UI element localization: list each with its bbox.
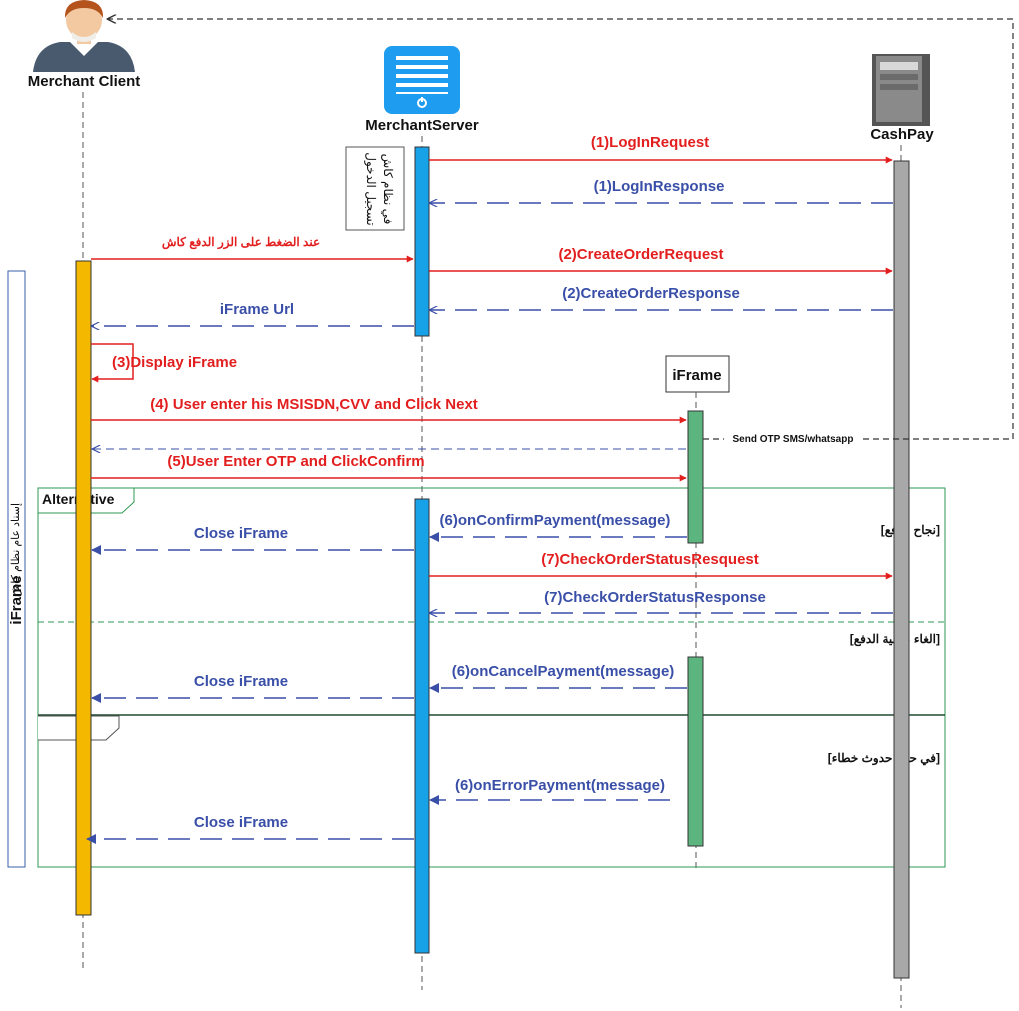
activation-server-2 — [414, 498, 430, 954]
msg-close-iframe-3-label: Close iFrame — [194, 814, 288, 831]
msg-pay-click-label: عند الضغط على الزر الدفع كاش — [162, 235, 320, 250]
msg-user-enter-msisdn-label: (4) User enter his MSISDN,CVV and Click … — [150, 396, 478, 413]
msg-create-order-response-label: (2)CreateOrderResponse — [562, 285, 740, 302]
participant-server-label: MerchantServer — [365, 117, 479, 134]
iframe-side-note — [7, 270, 26, 868]
participant-iframe-box — [665, 355, 730, 393]
msg-login-request-label: (1)LogInRequest — [591, 134, 709, 151]
iframe-side-note-label: iFrame — [8, 575, 25, 624]
participant-client-label: Merchant Client — [28, 73, 141, 90]
activation-cashpay — [893, 160, 910, 979]
msg-close-iframe-1-label: Close iFrame — [194, 525, 288, 542]
msg-login-response-label: (1)LogInResponse — [594, 178, 725, 195]
merchant-server-icon — [384, 46, 460, 114]
activation-iframe-2 — [687, 656, 704, 847]
participant-iframe-label: iFrame — [672, 367, 721, 384]
msg-on-error-payment-label: (6)onErrorPayment(message) — [455, 777, 665, 794]
cashpay-server-icon — [872, 54, 930, 126]
guard-error: [في حالة حدوث خطاء] — [828, 751, 940, 766]
msg-check-order-status-response-label: (7)CheckOrderStatusResponse — [544, 589, 766, 606]
msg-create-order-request-label: (2)CreateOrderRequest — [558, 246, 723, 263]
participant-cashpay-label: CashPay — [870, 126, 934, 143]
msg-iframe-url-label: iFrame Url — [220, 301, 294, 318]
msg-display-iframe-label: (3)Display iFrame — [112, 354, 237, 371]
msg-close-iframe-2-label: Close iFrame — [194, 673, 288, 690]
msg-check-order-status-request-label: (7)CheckOrderStatusResquest — [541, 551, 759, 568]
msg-send-otp-label: Send OTP SMS/whatsapp — [733, 434, 854, 445]
merchant-client-icon — [33, 0, 135, 72]
alternative-fragment — [37, 487, 946, 868]
msg-send-otp-label-bg — [724, 431, 862, 446]
activation-client — [75, 260, 92, 916]
msg-user-enter-otp-label: (5)User Enter OTP and ClickConfirm — [167, 453, 424, 470]
activation-iframe-1 — [687, 410, 704, 544]
server-login-note-line2: في نظام كاش — [381, 154, 395, 225]
activation-server-1 — [414, 146, 430, 337]
msg-on-cancel-payment-label: (6)onCancelPayment(message) — [452, 663, 675, 680]
server-login-note — [345, 146, 405, 231]
msg-display-iframe — [91, 343, 134, 383]
server-login-note-line1: تسجيل الدخول — [364, 152, 378, 225]
guard-success: [نجاح الدفع] — [881, 523, 940, 538]
iframe-side-note-arabic: إسناد عام نظام كاش — [10, 503, 22, 597]
msg-on-confirm-payment-label: (6)onConfirmPayment(message) — [440, 512, 671, 529]
